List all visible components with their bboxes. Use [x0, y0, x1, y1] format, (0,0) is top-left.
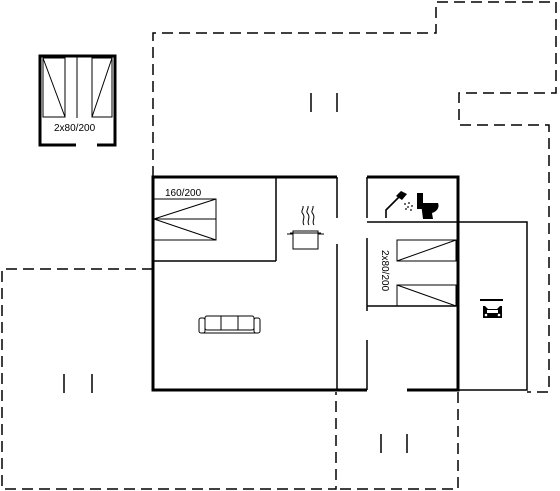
double-bed — [153, 198, 217, 241]
cooking-pot-steam-b — [306, 205, 310, 226]
annex-bed-right — [91, 57, 113, 118]
shower-pipe — [385, 196, 400, 218]
sofa-icon — [198, 315, 261, 334]
car-icon — [480, 299, 503, 318]
lower-terrace-outline — [336, 392, 459, 490]
toilet-tank — [417, 193, 423, 209]
double-bed-blanket-a — [153, 198, 217, 220]
car-icon-window — [487, 310, 498, 313]
double-bed-label: 160/200 — [165, 188, 202, 199]
cooking-pot-steam-a — [301, 205, 305, 226]
cooking-pot-body — [292, 230, 319, 250]
annex-bed-right-blanket — [91, 57, 113, 118]
sofa-arm-right — [253, 317, 261, 334]
bunk-bed-upper — [396, 239, 457, 262]
house-walls — [151, 175, 460, 392]
toilet-icon — [417, 193, 439, 219]
carport — [458, 221, 528, 391]
annex-bed-left-blanket — [42, 57, 66, 118]
annex-bed-left — [42, 57, 66, 118]
bunk-beds-label: 2x80/200 — [379, 250, 390, 292]
bunk-beds — [396, 239, 457, 307]
upper-terrace-outline — [152, 1, 557, 393]
shower-icon — [385, 191, 413, 218]
bunk-bed-lower — [396, 284, 457, 307]
toilet-bowl — [421, 203, 439, 219]
house-wall-north-west — [151, 175, 367, 392]
interior-walls — [153, 177, 458, 390]
cooking-pot-icon — [287, 205, 324, 250]
shower-head — [396, 191, 407, 200]
car-icon-light-left — [484, 313, 488, 317]
bunk-bed-lower-blanket — [396, 284, 457, 307]
terrace-markers — [63, 93, 408, 453]
house-wall-north-east — [367, 175, 460, 392]
car-icon-light-right — [497, 313, 501, 317]
sofa-arm-left — [198, 317, 206, 334]
annex-building: 2x80/200 — [38, 54, 117, 147]
annex-beds-label: 2x80/200 — [54, 123, 96, 134]
double-bed-blanket-b — [153, 218, 217, 241]
left-terrace-outline — [1, 268, 337, 490]
cooking-pot-steam-c — [311, 205, 315, 226]
carport-outline — [458, 221, 528, 391]
sofa-back — [204, 315, 255, 331]
shower-drops — [404, 202, 413, 211]
bunk-bed-upper-blanket — [396, 239, 457, 262]
